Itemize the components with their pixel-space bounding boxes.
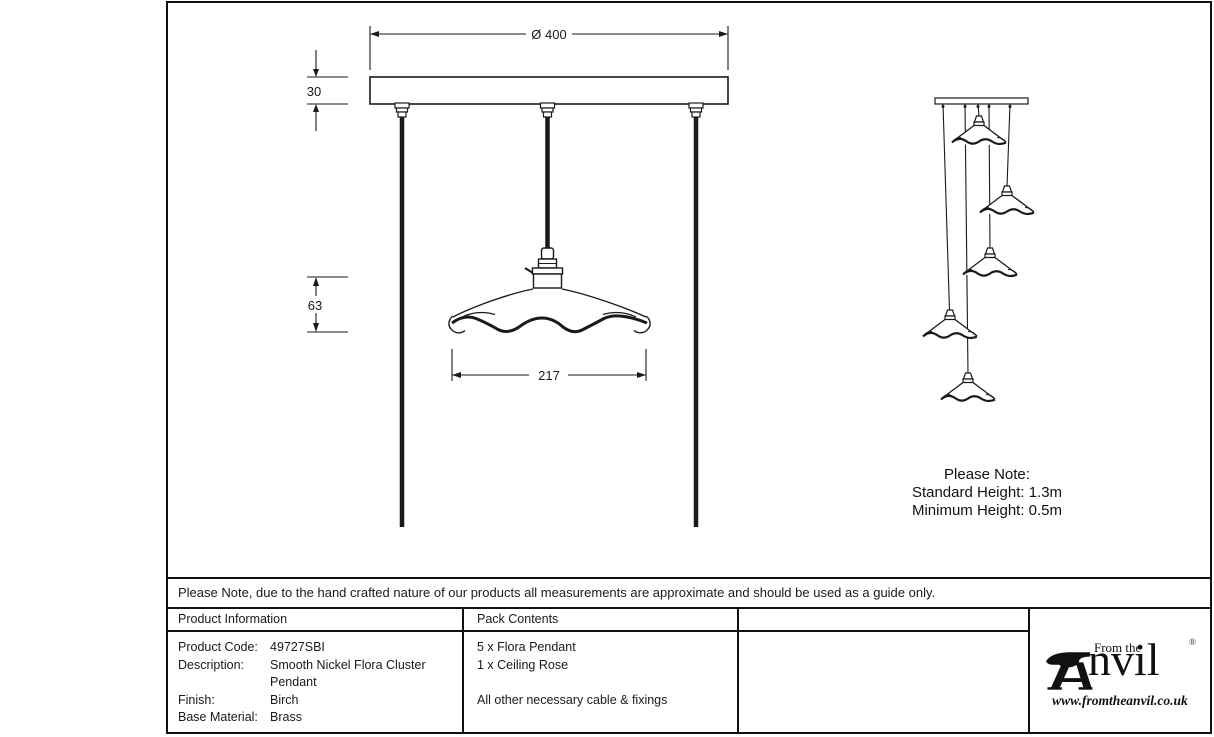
pack-item: All other necessary cable & fixings	[477, 693, 668, 707]
height-note-title: Please Note:	[944, 466, 1030, 483]
cluster-cable-dots	[941, 105, 1012, 108]
technical-drawing: Ø 400 30	[303, 26, 1036, 527]
product-info-body: Product Code: 49727SBI Description: Smoo…	[168, 632, 462, 727]
drawing-frame: Ø 400 30	[166, 1, 1212, 734]
product-spec-table: Product Information Product Code: 49727S…	[168, 609, 1210, 732]
dimension-plate-thickness: 30	[307, 50, 348, 131]
pack-contents-column: Pack Contents 5 x Flora Pendant 1 x Ceil…	[462, 609, 737, 732]
pack-contents-header: Pack Contents	[464, 609, 737, 632]
brand-text: nvil	[1088, 633, 1160, 685]
anvil-icon	[1046, 651, 1093, 690]
row-label: Product Code:	[178, 640, 258, 654]
height-note: Please Note: Standard Height: 1.3m Minim…	[880, 466, 1094, 520]
cluster-ceiling-plate	[934, 97, 1029, 105]
row-value: Smooth Nickel Flora Cluster Pendant	[270, 657, 426, 690]
empty-column	[737, 609, 1028, 732]
flora-shade-drawing	[448, 288, 651, 334]
cord-grips	[394, 102, 704, 118]
row-value: Birch	[270, 692, 299, 707]
ceiling-plate-drawing	[369, 76, 729, 105]
row-value: 49727SBI	[270, 640, 325, 654]
cord-grip-center	[539, 102, 556, 118]
pack-contents-list: 5 x Flora Pendant 1 x Ceiling Rose All o…	[464, 632, 737, 710]
footer-note: Please Note, due to the hand crafted nat…	[168, 577, 1210, 609]
row-label: Finish:	[178, 692, 215, 707]
logo-cell: nvil From the ® www.fromtheanvil.co.uk	[1028, 609, 1210, 732]
row-label: Description:	[178, 657, 244, 672]
table-row-base-material: Base Material: Brass	[178, 709, 454, 727]
table-row-description: Description: Smooth Nickel Flora Cluster…	[178, 657, 454, 692]
height-note-minimum: Minimum Height: 0.5m	[911, 502, 1063, 519]
product-info-column: Product Information Product Code: 49727S…	[168, 609, 462, 732]
empty-column-header	[739, 609, 1028, 632]
dimension-label-63: 63	[308, 298, 322, 313]
pack-item: 1 x Ceiling Rose	[477, 657, 569, 672]
mini-flora-shade-5	[939, 371, 997, 404]
table-row-product-code: Product Code: 49727SBI	[178, 639, 454, 657]
mini-flora-shade-3	[961, 246, 1019, 279]
cord-grip-right	[688, 102, 704, 118]
holder-screw	[524, 267, 534, 274]
brand-prefix-text: From the	[1094, 639, 1142, 655]
dimension-shade-diameter: 217	[451, 349, 647, 383]
product-info-header: Product Information	[168, 609, 462, 632]
dimension-label-30: 30	[307, 84, 321, 99]
registered-mark: ®	[1189, 636, 1196, 647]
lampholder-drawing	[524, 247, 564, 289]
pack-item: 5 x Flora Pendant	[477, 640, 576, 654]
website-url: www.fromtheanvil.co.uk	[1052, 692, 1188, 708]
dimension-label-217: 217	[538, 368, 560, 383]
cord-grip-left	[394, 102, 410, 118]
cluster-preview-drawing	[921, 97, 1036, 404]
dimension-shade-height: 63	[303, 276, 348, 333]
table-row-finish: Finish: Birch	[178, 692, 454, 710]
row-value: Brass	[270, 710, 302, 724]
dimension-label-400: Ø 400	[531, 27, 566, 42]
row-label: Base Material:	[178, 710, 258, 724]
mini-flora-shade-1	[950, 114, 1008, 147]
mini-flora-shade-4	[921, 308, 979, 341]
mini-flora-shade-2	[978, 184, 1036, 217]
dimension-plate-diameter: Ø 400	[369, 26, 729, 70]
anvil-logo: nvil From the ® www.fromtheanvil.co.uk	[1044, 634, 1196, 708]
height-note-standard: Standard Height: 1.3m	[911, 484, 1063, 501]
